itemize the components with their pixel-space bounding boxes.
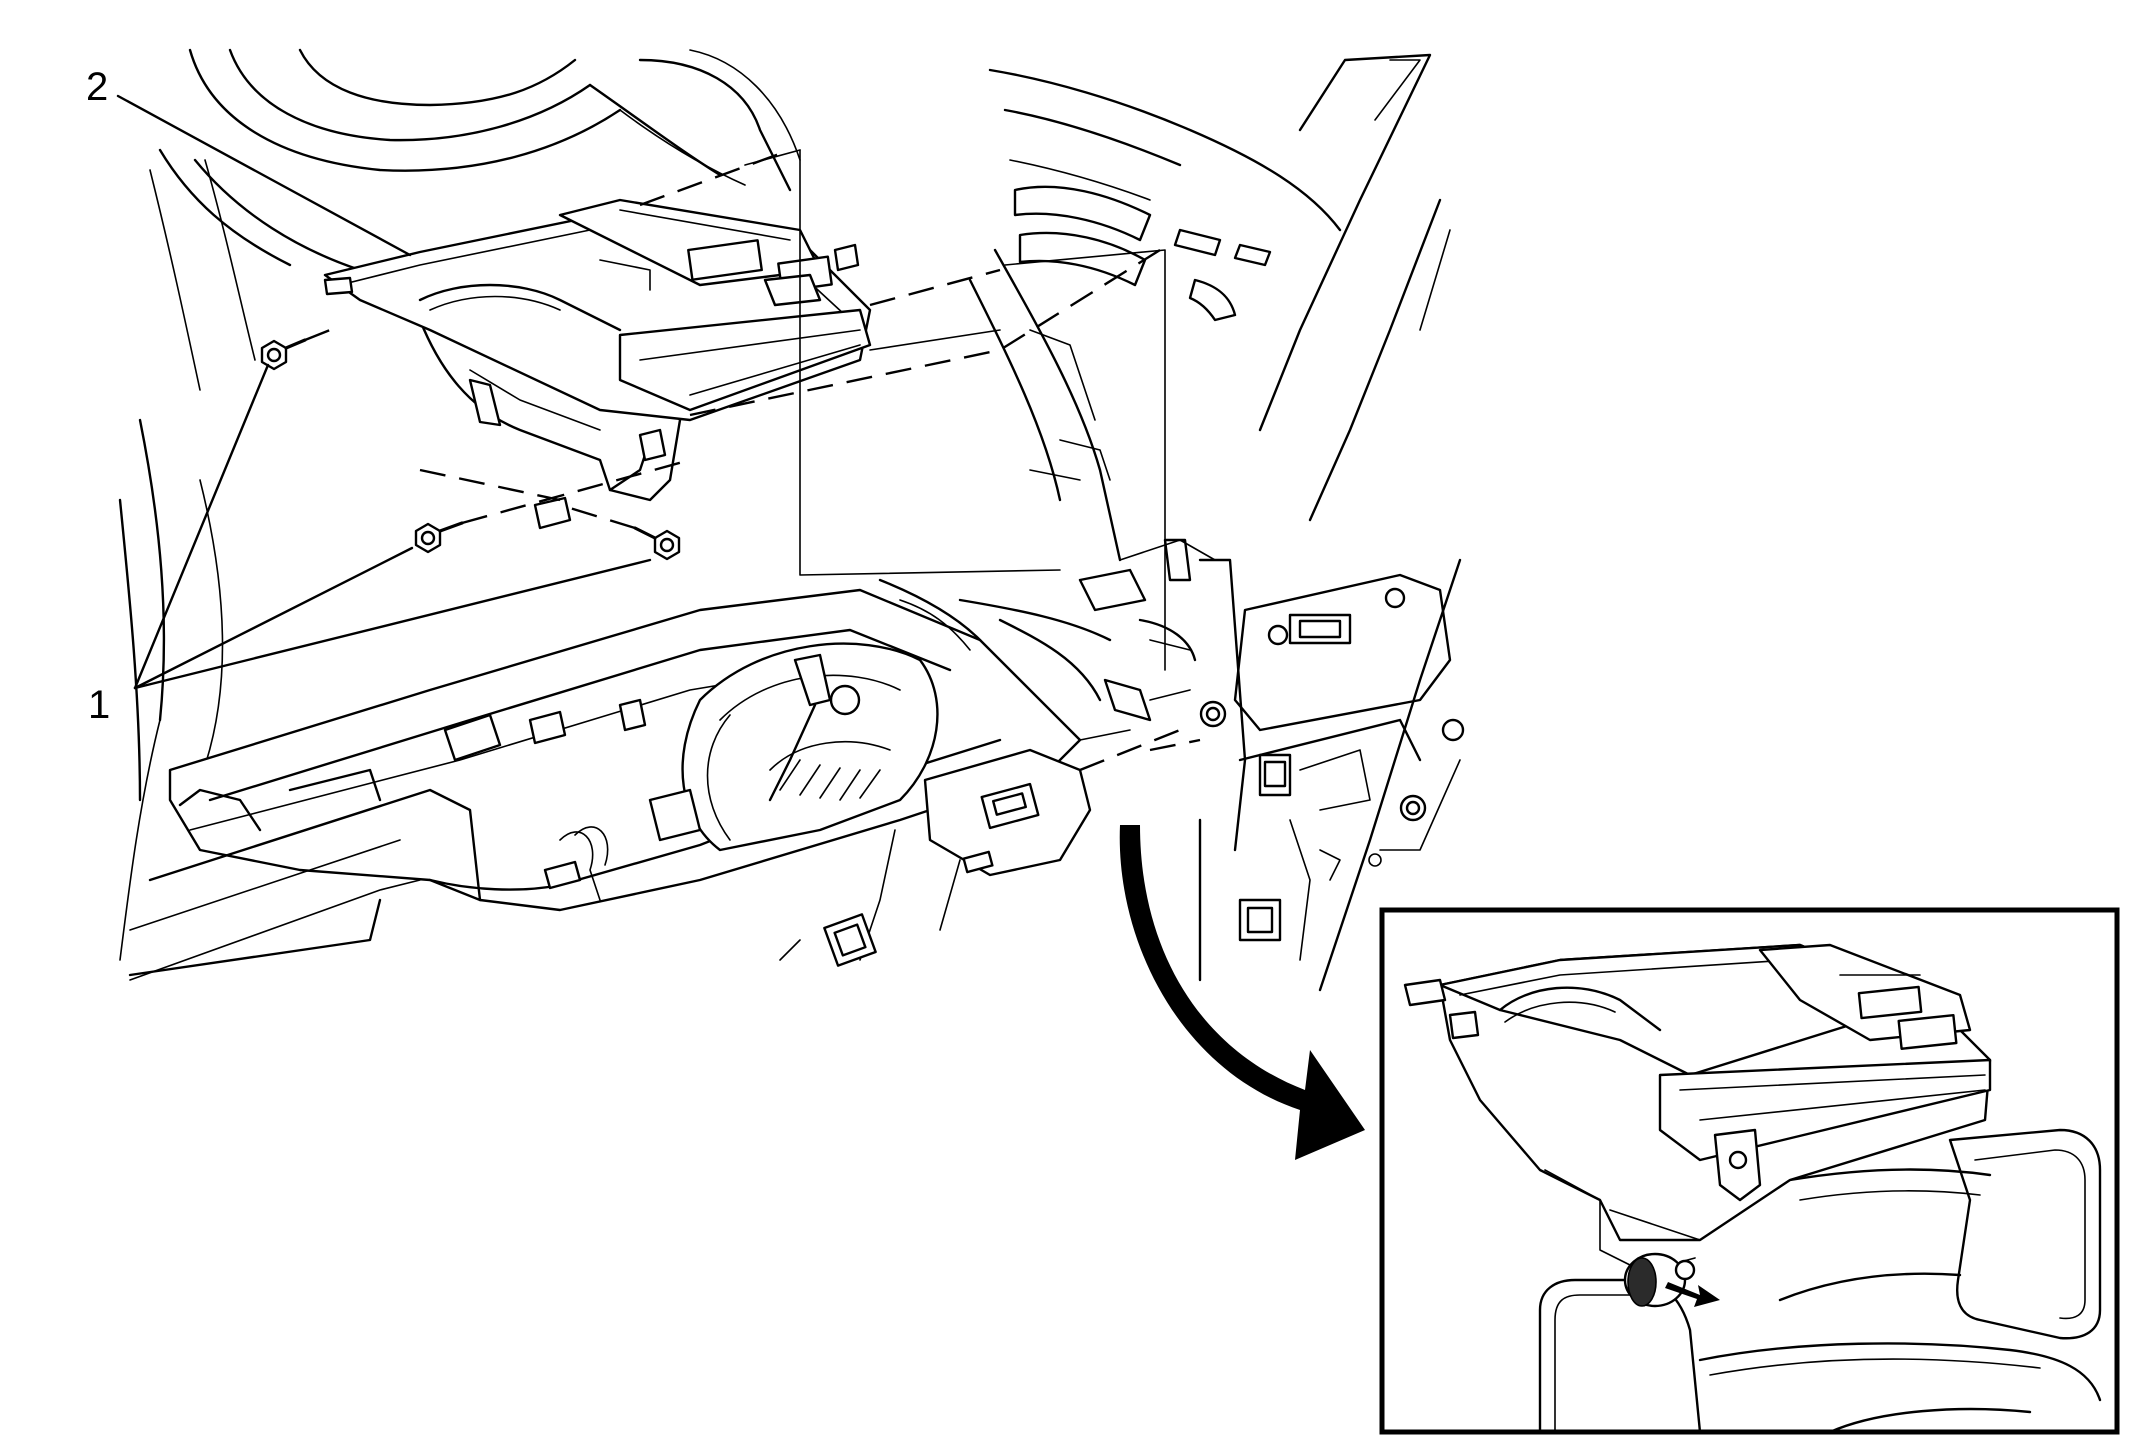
center-console — [128, 588, 1092, 981]
leader-lines — [116, 94, 652, 690]
instrument-panel — [878, 53, 1465, 992]
floor-rails — [178, 768, 382, 832]
detail-inset — [1379, 907, 2120, 1435]
lower-dash-panel — [118, 418, 224, 961]
storage-compartment-assembly — [323, 198, 872, 530]
fastener-icon — [414, 521, 464, 554]
steering-wheel-outline — [149, 48, 801, 391]
fastener-icon — [260, 338, 307, 371]
callout-2: 2 — [86, 65, 108, 109]
main-view: 2 1 — [86, 48, 1465, 992]
callout-1: 1 — [88, 683, 110, 727]
small-arrow-icon — [1665, 1282, 1720, 1307]
curved-arrow-icon — [1119, 825, 1365, 1160]
projection-frame — [744, 149, 1166, 671]
fastener-icon — [633, 526, 681, 561]
